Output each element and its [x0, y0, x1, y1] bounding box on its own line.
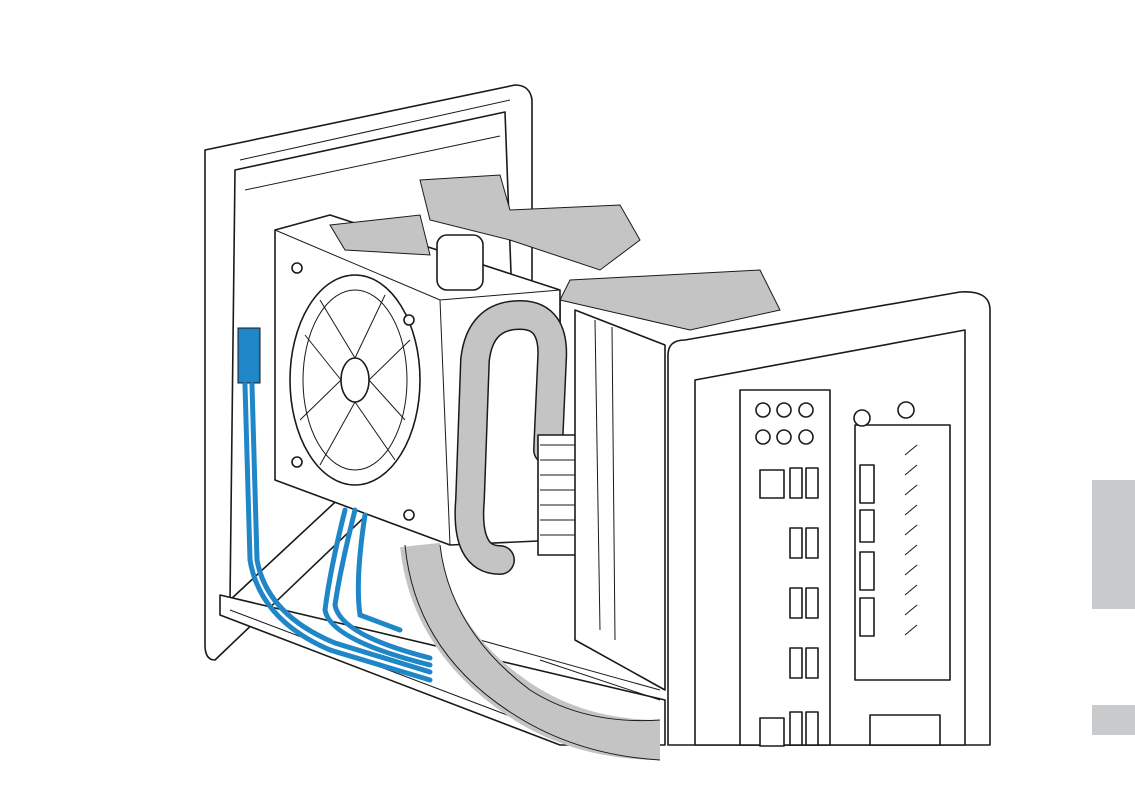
usb-ports	[759, 467, 819, 747]
gray-cable-loop	[455, 301, 566, 574]
gray-cable-top	[419, 174, 641, 271]
section-tab[interactable]	[1092, 480, 1135, 609]
gpu-vent-slots	[904, 444, 918, 636]
thumbscrew-icon	[853, 409, 871, 427]
power-inlet	[869, 714, 941, 746]
blue-cable-bundle	[237, 327, 433, 683]
motherboard	[574, 309, 666, 691]
display-ports	[859, 464, 875, 637]
io-shield	[739, 389, 831, 746]
audio-jacks	[755, 402, 814, 445]
cable-connector-top	[436, 234, 484, 291]
page-tab[interactable]	[1092, 705, 1135, 735]
ribbon-cable	[559, 269, 781, 331]
gray-cable-bottom	[400, 542, 661, 760]
thumbscrew-icon	[897, 401, 915, 419]
